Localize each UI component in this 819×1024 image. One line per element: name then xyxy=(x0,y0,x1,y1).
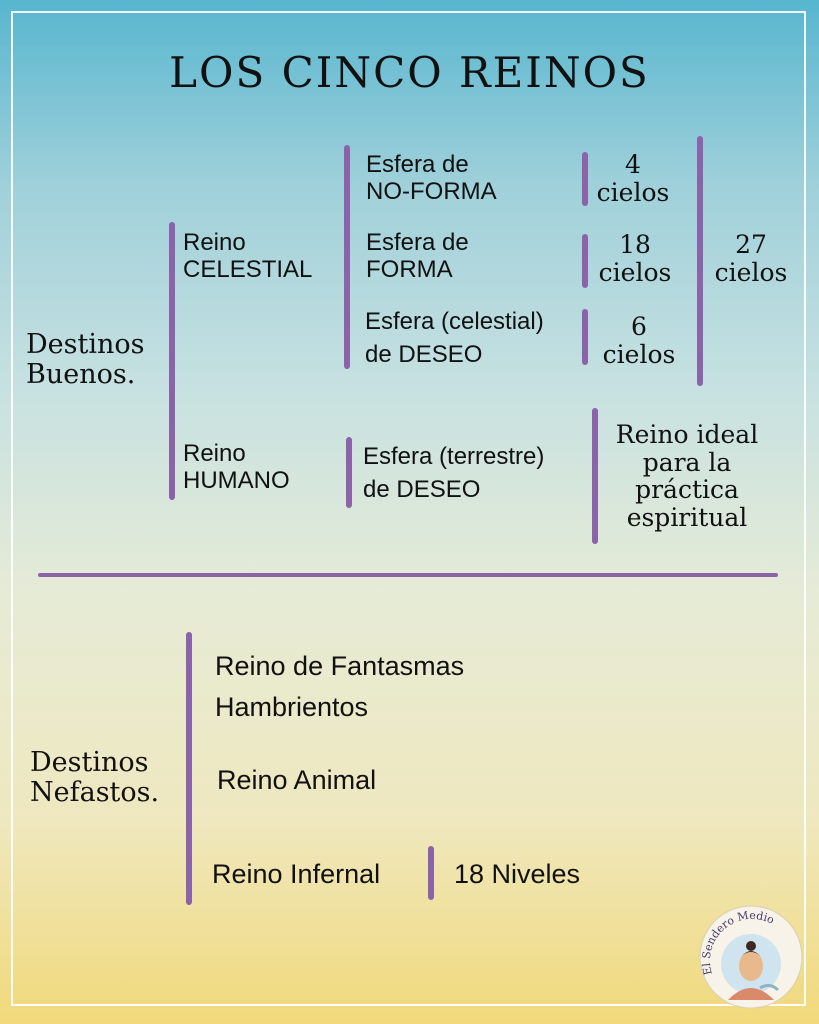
good-destinies-bar xyxy=(169,222,175,500)
sphere-form: Esfera de FORMA xyxy=(366,229,469,283)
hell-levels: 18 Niveles xyxy=(454,859,581,889)
hell-levels-bar xyxy=(428,846,434,900)
page-title: LOS CINCO REINOS xyxy=(169,48,650,97)
section-divider xyxy=(38,573,778,577)
form-heavens-count: 18 cielos xyxy=(598,230,672,287)
hell-realm: Reino Infernal xyxy=(212,859,381,889)
sphere-celestial-desire: Esfera (celestial) de DESEO xyxy=(365,308,544,368)
no-form-heavens-count: 4 cielos xyxy=(596,150,670,207)
sphere-no-form: Esfera de NO-FORMA xyxy=(366,151,497,205)
celestial-desire-heavens-count: 6 cielos xyxy=(602,312,676,369)
el-sendero-medio-logo: El Sendero Medio xyxy=(699,905,803,1009)
sphere-terrestrial-desire: Esfera (terrestre) de DESEO xyxy=(363,443,545,503)
celestial-spheres-bar xyxy=(344,145,350,369)
bad-destinies-bar xyxy=(186,632,192,905)
bad-destinies-label: Destinos Nefastos. xyxy=(30,747,160,809)
hungry-ghosts-realm: Reino de Fantasmas Hambrientos xyxy=(215,651,465,722)
white-frame xyxy=(11,11,806,1006)
animal-realm: Reino Animal xyxy=(217,765,377,795)
good-destinies-label: Destinos Buenos. xyxy=(26,329,145,391)
form-count-bar xyxy=(582,234,588,288)
celestial-desire-count-bar xyxy=(582,309,588,365)
celestial-realm-label: Reino CELESTIAL xyxy=(183,229,313,283)
human-realm-label: Reino HUMANO xyxy=(183,440,290,494)
human-sphere-bar xyxy=(346,437,352,508)
no-form-count-bar xyxy=(582,152,588,206)
total-heavens-bar xyxy=(697,136,703,386)
ideal-practice-note: Reino ideal para la práctica espiritual xyxy=(615,420,759,532)
human-note-bar xyxy=(592,408,598,544)
total-heavens-count: 27 cielos xyxy=(714,230,788,287)
